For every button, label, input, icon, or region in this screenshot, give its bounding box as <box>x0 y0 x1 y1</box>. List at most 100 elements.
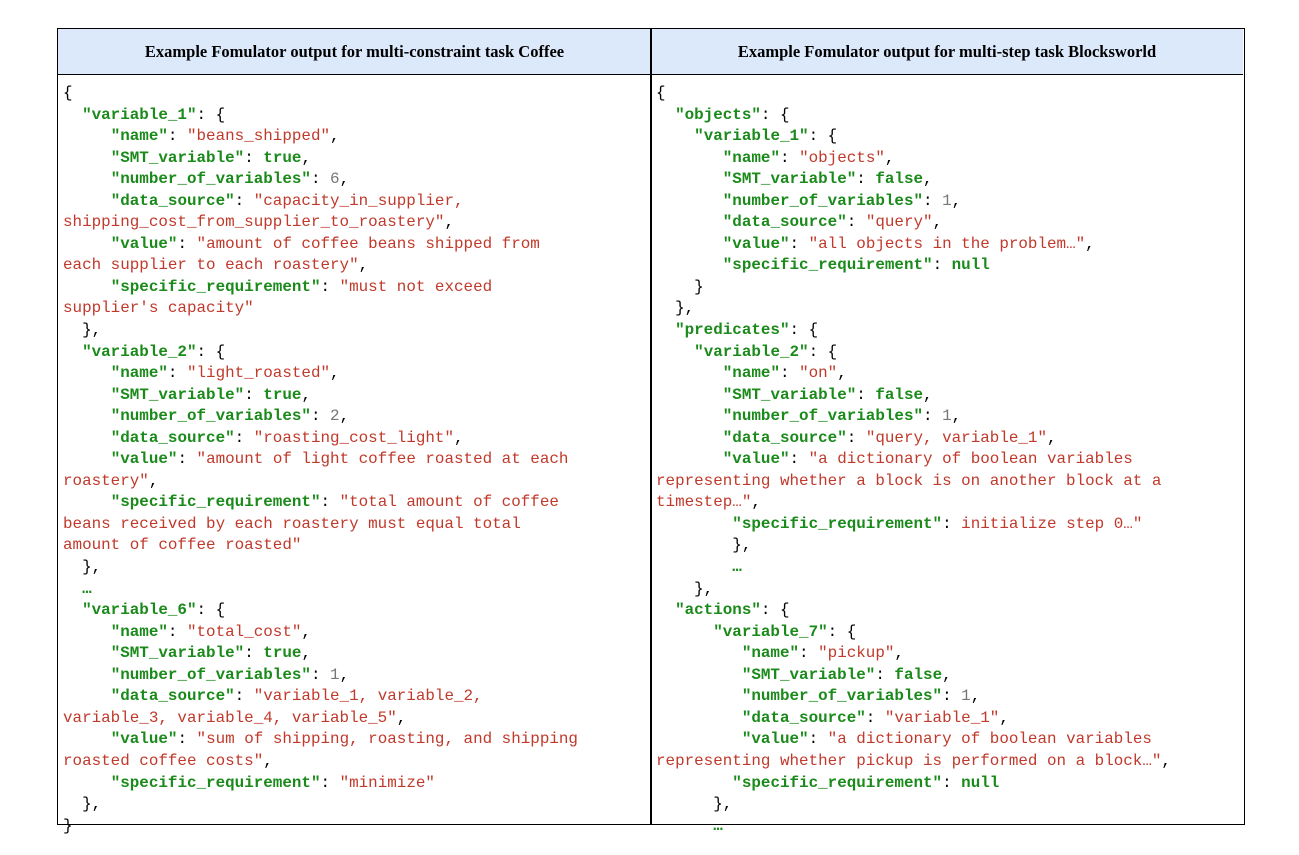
code-line: "SMT_variable": false, <box>656 385 1241 407</box>
code-line: "data_source": "variable_1, variable_2, <box>63 686 648 708</box>
code-token: : <box>234 191 254 210</box>
code-line: … <box>656 557 1241 579</box>
code-token: "a dictionary of boolean variables <box>827 730 1152 749</box>
code-token <box>656 774 732 792</box>
code-token: "sum of shipping, roasting, and shipping <box>196 730 578 749</box>
code-line: } <box>656 277 1241 299</box>
code-token: "capacity_in_supplier, <box>253 191 464 210</box>
code-token: : <box>923 191 943 210</box>
code-token: , <box>1085 234 1095 253</box>
code-token: }, <box>63 321 102 340</box>
code-token: }, <box>656 579 714 598</box>
code-token <box>63 170 111 188</box>
code-token: "specific_requirement" <box>110 773 321 792</box>
code-line: "name": "total_cost", <box>63 622 648 644</box>
code-token: : <box>856 385 876 404</box>
code-line: "data_source": "query", <box>656 212 1241 234</box>
code-line: "data_source": "query, variable_1", <box>656 428 1241 450</box>
code-token: … <box>656 558 742 577</box>
code-line: "number_of_variables": 1, <box>656 686 1241 708</box>
code-token: 1 <box>330 665 340 684</box>
code-token: amount of coffee roasted" <box>63 536 302 555</box>
code-token: "specific_requirement" <box>110 277 321 296</box>
code-token: , <box>339 407 350 426</box>
code-token: , <box>454 428 464 447</box>
code-token: "total amount of coffee <box>339 493 559 512</box>
code-token: "value" <box>722 450 790 469</box>
code-token: "beans_shipped" <box>186 127 331 146</box>
code-token: "light_roasted" <box>186 364 331 383</box>
code-token: : <box>789 450 809 469</box>
code-line: "value": "amount of coffee beans shipped… <box>63 234 648 256</box>
code-token: , <box>970 687 981 706</box>
code-token: "variable_2" <box>82 342 197 361</box>
code-token: "total_cost" <box>186 622 302 641</box>
code-token: "variable_1" <box>694 127 809 146</box>
code-token: "data_source" <box>110 428 235 447</box>
code-token: , <box>923 170 933 189</box>
code-token <box>656 515 732 533</box>
code-line: beans received by each roastery must equ… <box>63 514 648 536</box>
code-token: }, <box>63 795 102 814</box>
code-line: "variable_7": { <box>656 622 1241 644</box>
code-token: }, <box>656 299 695 318</box>
code-line: "specific_requirement": initialize step … <box>656 514 1241 536</box>
code-token: "name" <box>722 148 780 167</box>
code-token: : <box>942 773 962 792</box>
code-token: "SMT_variable" <box>110 148 245 167</box>
code-token: "variable_1" <box>884 708 1000 727</box>
code-token: "SMT_variable" <box>722 385 857 404</box>
code-token <box>656 687 742 705</box>
code-line: "data_source": "capacity_in_supplier, <box>63 191 648 213</box>
code-line: each supplier to each roastery", <box>63 255 648 277</box>
code-token <box>63 278 111 296</box>
code-token: "actions" <box>675 601 761 620</box>
code-token: : <box>932 256 952 275</box>
right-header-text: Example Fomulator output for multi-step … <box>737 41 1157 61</box>
code-token: , <box>1047 428 1057 447</box>
code-token: roasted coffee costs" <box>63 751 264 770</box>
code-token: : <box>167 622 187 641</box>
code-token: : { <box>196 105 226 124</box>
code-token: "number_of_variables" <box>722 407 924 426</box>
code-token: : <box>875 665 895 684</box>
code-line: }, <box>63 794 648 816</box>
code-line: "name": "pickup", <box>656 643 1241 665</box>
code-token: : <box>167 127 187 146</box>
code-token: "roasting_cost_light" <box>253 428 454 447</box>
code-token: 1 <box>942 407 952 426</box>
code-token: "predicates" <box>675 321 790 340</box>
code-token: … <box>63 579 92 598</box>
code-token: true <box>263 385 302 404</box>
code-line: }, <box>656 579 1241 601</box>
code-line: "specific_requirement": null <box>656 773 1241 795</box>
code-line: "data_source": "roasting_cost_light", <box>63 428 648 450</box>
code-token: : { <box>808 127 838 146</box>
code-token <box>63 687 111 705</box>
code-token: , <box>1161 751 1171 770</box>
code-token: "value" <box>110 450 178 469</box>
code-token: "data_source" <box>722 213 847 232</box>
code-token <box>63 623 111 641</box>
code-token: : <box>167 364 187 383</box>
code-token: : <box>799 644 819 663</box>
code-token: , <box>923 385 933 404</box>
code-token: beans received by each roastery must equ… <box>63 514 521 533</box>
code-token <box>63 407 111 425</box>
code-token: }, <box>63 558 102 577</box>
code-line: "value": "sum of shipping, roasting, and… <box>63 729 648 751</box>
code-token: : <box>310 407 331 426</box>
code-line: "value": "all objects in the problem…", <box>656 234 1241 256</box>
code-token: "SMT_variable" <box>110 385 245 404</box>
code-token: , <box>301 385 311 404</box>
code-token <box>656 364 723 382</box>
code-token: "objects" <box>799 148 885 167</box>
code-token <box>656 235 723 253</box>
code-token: { <box>656 84 666 102</box>
code-token <box>63 343 82 361</box>
code-token: , <box>751 493 761 512</box>
code-token: each supplier to each roastery" <box>63 256 359 275</box>
code-token: , <box>301 148 311 167</box>
code-token: "data_source" <box>110 191 235 210</box>
code-token <box>656 213 723 231</box>
